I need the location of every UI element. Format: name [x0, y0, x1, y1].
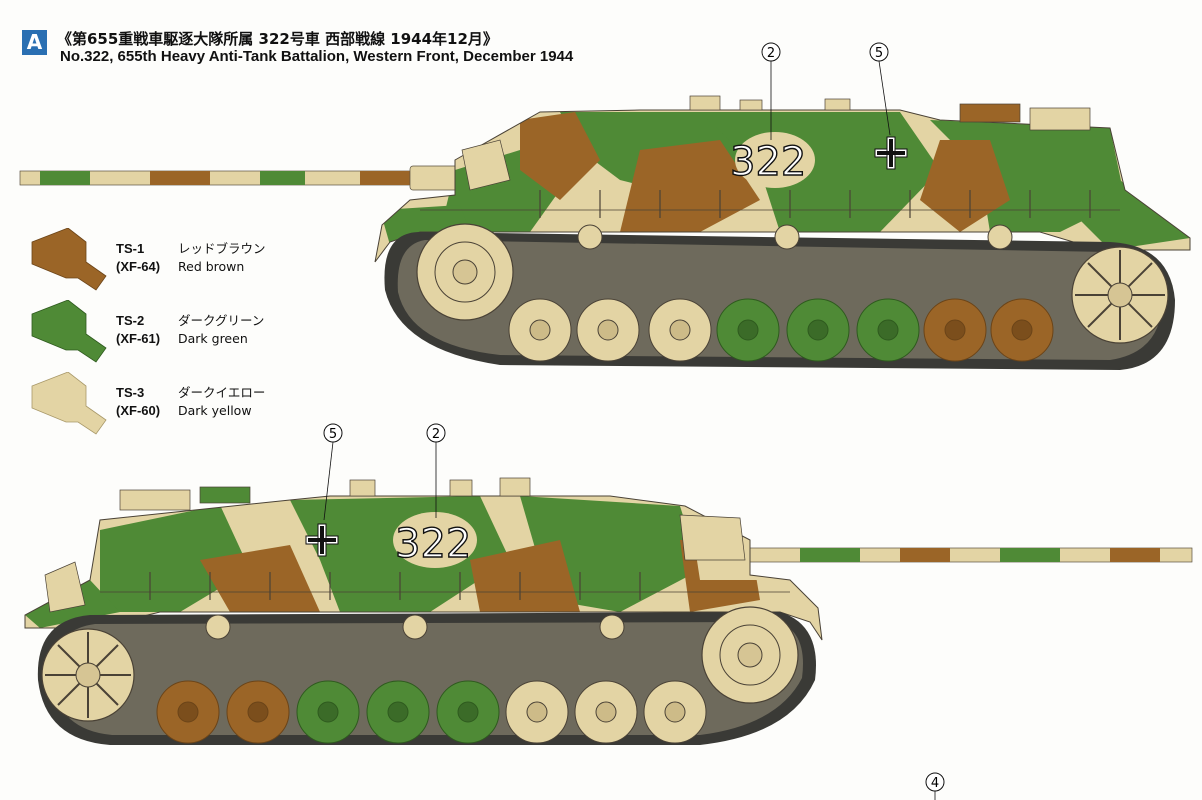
legend-name-en: Dark green: [178, 331, 248, 346]
title-japanese: 《第655重戦車駆逐大隊所属 322号車 西部戦線 1944年12月》: [57, 30, 498, 48]
callout-number: 5: [329, 427, 337, 442]
gun-barrel: [19, 165, 471, 191]
legend-code: TS-3: [116, 385, 145, 400]
balkenkreuz-insignia: [305, 523, 339, 557]
legend-name-jp: ダークイエロー: [178, 385, 266, 400]
road-wheels: [508, 298, 1054, 362]
legend-code: TS-1: [116, 241, 145, 256]
return-rollers: [577, 224, 1013, 250]
callouts-vehicle-b: 5 2: [323, 423, 446, 521]
gun-barrel: [739, 547, 1193, 563]
legend-name-en: Dark yellow: [178, 403, 252, 418]
return-rollers: [205, 614, 625, 640]
legend-name-jp: ダークグリーン: [178, 313, 265, 328]
deck-fittings: [44, 477, 746, 613]
drive-sprocket: [701, 606, 799, 704]
page-header: A 《第655重戦車駆逐大隊所属 322号車 西部戦線 1944年12月》 No…: [22, 28, 722, 68]
title-english: No.322, 655th Heavy Anti-Tank Battalion,…: [60, 48, 574, 65]
legend-item-ts3: TS-3 (XF-60) ダークイエロー Dark yellow: [30, 372, 290, 444]
callout-number: 2: [432, 427, 440, 442]
legend-paint: (XF-60): [116, 403, 161, 418]
legend-item-ts2: TS-2 (XF-61) ダークグリーン Dark green: [30, 300, 290, 372]
drive-sprocket: [416, 223, 514, 321]
legend-item-ts1: TS-1 (XF-64) レッドブラウン Red brown: [30, 228, 290, 300]
idler-wheel: [1071, 246, 1169, 344]
deck-fittings: [461, 95, 1091, 191]
hull-number: 322: [730, 139, 806, 185]
skirt-brackets: [149, 572, 641, 600]
dark-yellow-swatch: [31, 372, 107, 435]
legend-paint: (XF-61): [116, 331, 161, 346]
idler-wheel: [41, 628, 135, 722]
dark-green-swatch: [31, 300, 107, 363]
scheme-badge: A: [22, 30, 47, 55]
vehicle-left-side: 322: [24, 477, 1193, 745]
legend-name-en: Red brown: [178, 259, 245, 274]
hull-number: 322: [395, 521, 471, 567]
vehicle-right-side: 322: [19, 95, 1191, 370]
skirt-brackets: [539, 190, 1091, 218]
legend-paint: (XF-64): [116, 259, 161, 274]
callout-number: 5: [875, 46, 883, 61]
callout-footer: 4: [925, 772, 945, 800]
red-brown-swatch: [31, 228, 107, 291]
road-wheels: [156, 680, 707, 744]
legend-code: TS-2: [116, 313, 145, 328]
callouts-vehicle-a: 2 5: [761, 42, 891, 140]
legend-name-jp: レッドブラウン: [178, 241, 266, 256]
callout-number: 2: [767, 46, 775, 61]
balkenkreuz-insignia: [874, 136, 908, 170]
callout-number: 4: [931, 776, 939, 791]
